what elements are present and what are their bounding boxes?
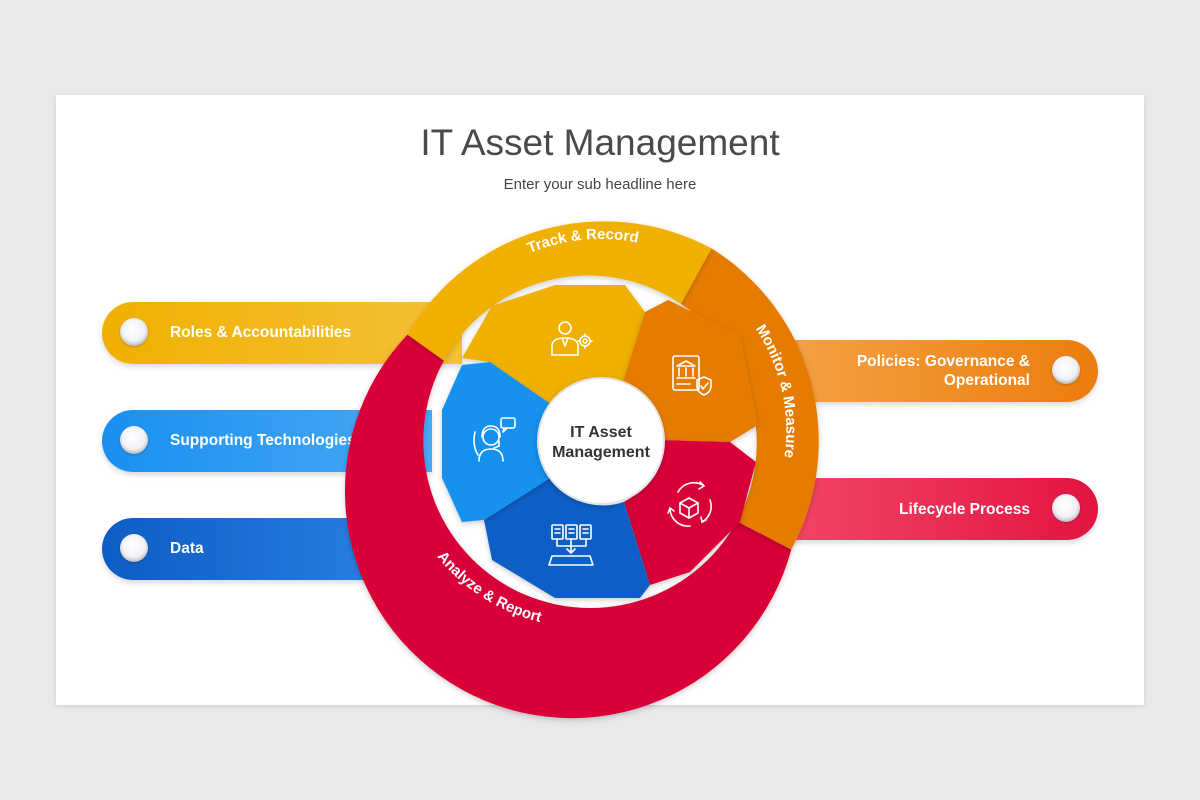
page-title: IT Asset Management [420, 122, 780, 163]
bar-knob [1052, 356, 1080, 384]
center-circle [537, 377, 665, 505]
page-subtitle: Enter your sub headline here [503, 176, 697, 193]
bar-label-data: Data [170, 540, 204, 557]
center-line2: Management [552, 444, 650, 461]
bar-policies: Policies: Governance & Operational [760, 340, 1098, 402]
cycle-box-icon [667, 481, 712, 527]
segment-yellow [462, 285, 645, 405]
bar-knob [1052, 494, 1080, 522]
user-gear-icon [551, 321, 593, 356]
bar-label-policies: Policies: Governance & Operational [857, 352, 1030, 390]
bar-label-policies-line1: Policies: Governance & [856, 353, 1030, 370]
documents-tray-icon [548, 524, 594, 566]
bar-label-lifecycle: Lifecycle Process [899, 500, 1030, 518]
bar-knob [120, 426, 148, 454]
bar-lifecycle-process: Lifecycle Process [760, 478, 1098, 540]
center-line1: IT Asset [570, 424, 632, 441]
bar-roles-accountabilities: Roles & Accountabilities [102, 302, 462, 364]
segment-dark-blue [484, 478, 650, 598]
support-agent-icon [473, 417, 516, 462]
bar-label-policies-line2: Operational [943, 372, 1030, 389]
bank-checklist-icon [672, 355, 712, 396]
ring-analyze-report [344, 334, 792, 719]
segment-red [624, 440, 756, 585]
ring-track-record [407, 221, 712, 361]
bar-label-roles: Roles & Accountabilities [170, 324, 352, 341]
bar-label-tech: Supporting Technologies [170, 432, 356, 449]
bar-knob [120, 534, 148, 562]
segment-orange [622, 300, 758, 442]
bar-knob [120, 318, 148, 346]
